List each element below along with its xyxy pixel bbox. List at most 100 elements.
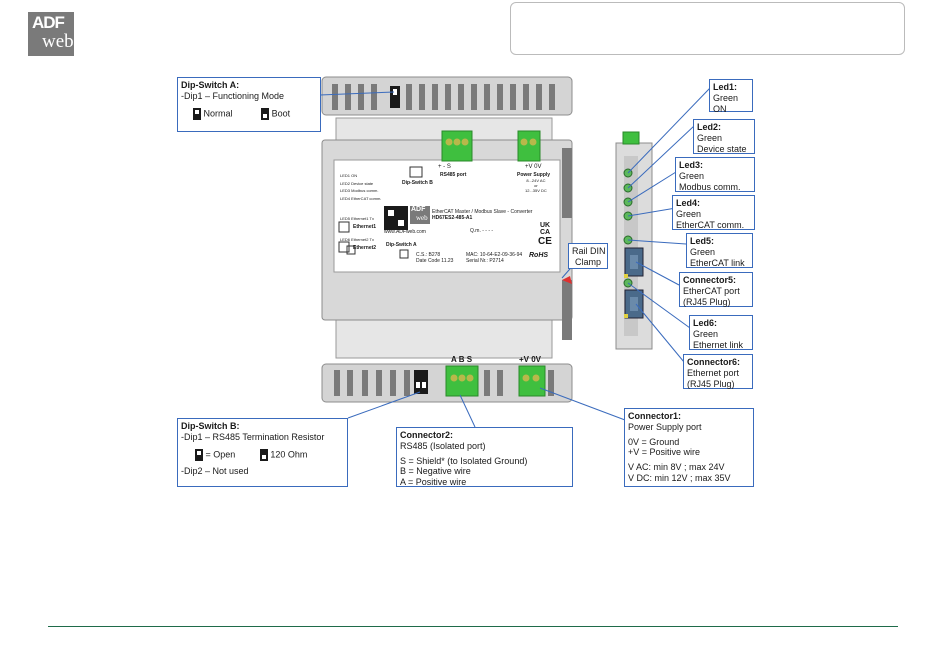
dip-b-ohm: 120 Ohm xyxy=(270,448,308,459)
dip-normal-icon xyxy=(193,107,201,120)
callout-connector2: Connector2: RS485 (Isolated port) S = Sh… xyxy=(396,427,573,487)
led4-desc: EtherCAT comm. xyxy=(676,219,745,230)
conn2-title: Connector2: xyxy=(400,430,454,440)
rs485-pins: + - S xyxy=(438,164,451,170)
ce-mark: CE xyxy=(538,236,552,247)
conn6-desc: Ethernet port xyxy=(687,367,740,378)
callout-connector6: Connector6: Ethernet port (RJ45 Plug) xyxy=(683,354,753,389)
led1-title: Led1: xyxy=(713,82,738,92)
dip-b-options: = Open 120 Ohm xyxy=(181,448,344,461)
led3-color: Green xyxy=(679,170,705,181)
callout-led4: Led4: Green EtherCAT comm. xyxy=(672,195,755,230)
dip-boot-icon xyxy=(261,107,270,120)
power-or: or xyxy=(534,183,538,188)
led6-color: Green xyxy=(693,328,719,339)
led2-desc: Device state xyxy=(697,143,747,154)
led5-color: Green xyxy=(690,246,716,257)
led-legend-4: LED4 EtherCAT comm. xyxy=(340,195,382,201)
led2-title: Led2: xyxy=(697,122,722,132)
label-logo-2: web xyxy=(416,214,428,222)
website-label: www.ADFweb.com xyxy=(384,229,426,235)
device-bottom-view xyxy=(321,363,573,403)
qm-label: Q.m. - - - - xyxy=(470,228,494,234)
led5-legend: LED5 Ethernet1 Tx xyxy=(340,216,374,221)
callout-led1: Led1: Green ON xyxy=(709,79,753,114)
led-legend-2: LED2 Device state xyxy=(340,180,374,186)
power-supply-label: Power Supply xyxy=(517,172,551,178)
callout-led3: Led3: Green Modbus comm. xyxy=(675,157,755,192)
power-dc: 12...35V DC xyxy=(525,188,547,193)
dip-a-boot: Boot xyxy=(271,107,291,118)
callout-lines xyxy=(319,87,711,428)
dip-open-icon xyxy=(195,448,203,461)
conn2-negative: B = Negative wire xyxy=(400,466,471,477)
cs-label: C.S.: B278 xyxy=(416,252,441,258)
led-legend-3: LED3 Modbus comm. xyxy=(340,188,379,193)
conn5-desc: EtherCAT port xyxy=(683,285,740,296)
led3-title: Led3: xyxy=(679,160,704,170)
mac-serial: MAC: 10-64-E2-09-36-94 Serial Nr.: P2714 xyxy=(466,252,522,264)
callout-dip-switch-b: Dip-Switch B: -Dip1 – RS485 Termination … xyxy=(177,418,348,487)
device-front-view xyxy=(321,117,573,359)
cs-date: C.S.: B278 Date Code 11.23 xyxy=(416,252,453,264)
callout-dip-switch-a: Dip-Switch A: -Dip1 – Functioning Mode N… xyxy=(177,77,321,132)
callout-rail-din-clamp: Rail DIN Clamp xyxy=(568,243,608,269)
footer-divider xyxy=(48,626,898,627)
dip-a-normal: Normal xyxy=(203,107,233,118)
rail-line2: Clamp xyxy=(574,256,601,267)
conn2-positive: A = Positive wire xyxy=(400,477,467,488)
dipa-label-front: Dip-Switch A xyxy=(386,242,417,248)
power-range: 8...24V AC or 12...35V DC xyxy=(525,178,547,193)
power-ac: 8...24V AC xyxy=(526,178,546,183)
conn1-positive: +V = Positive wire xyxy=(628,447,701,458)
led4-title: Led4: xyxy=(676,198,701,208)
dip-b-open: = Open xyxy=(205,448,236,459)
callout-led6: Led6: Green Ethernet link xyxy=(689,315,753,350)
conn5-type: (RJ45 Plug) xyxy=(683,296,731,307)
date-code-label: Date Code 11.23 xyxy=(416,258,454,264)
conn1-desc: Power Supply port xyxy=(628,421,702,432)
dip-b-line1: -Dip1 – RS485 Termination Resistor xyxy=(181,431,325,442)
led5-title: Led5: xyxy=(690,236,715,246)
dip-a-title: Dip-Switch A: xyxy=(181,80,240,90)
dip-120ohm-icon xyxy=(259,448,268,461)
mac-label: MAC: 10-64-E2-09-36-94 xyxy=(466,252,523,258)
logo-line1: ADF xyxy=(32,13,65,32)
led3-desc: Modbus comm. xyxy=(679,181,741,192)
rail-line1: Rail DIN xyxy=(572,246,606,256)
led5-desc: EtherCAT link xyxy=(690,257,745,268)
product-desc: EtherCAT Master / Modbus Slave - Convert… xyxy=(432,209,533,215)
conn1-vdc: V DC: min 12V ; max 35V xyxy=(628,472,731,483)
logo-line2: web xyxy=(42,31,74,52)
device-top-view xyxy=(321,76,573,116)
rs485-port-label: RS485 port xyxy=(440,172,467,178)
header-box xyxy=(510,2,905,55)
led-legend: LED1 ON LED2 Device state LED3 Modbus co… xyxy=(340,172,381,202)
dip-a-line1: -Dip1 – Functioning Mode xyxy=(181,90,285,101)
conn1-title: Connector1: xyxy=(628,411,682,421)
conn1-ground: 0V = Ground xyxy=(628,436,680,447)
ukca-mark: UK CA xyxy=(540,222,550,236)
product-code: HD67ES2-485-A1 xyxy=(432,215,473,221)
dip-b-title: Dip-Switch B: xyxy=(181,421,240,431)
dip-b-line2: -Dip2 – Not used xyxy=(181,465,249,476)
conn1-vac: V AC: min 8V ; max 24V xyxy=(628,462,725,473)
led6-title: Led6: xyxy=(693,318,718,328)
led4-color: Green xyxy=(676,208,702,219)
power-pins: +V 0V xyxy=(525,164,542,170)
callout-connector5: Connector5: EtherCAT port (RJ45 Plug) xyxy=(679,272,753,307)
connector1-pin-labels: +V 0V xyxy=(519,355,542,364)
led-legend-1: LED1 ON xyxy=(340,173,358,178)
conn6-title: Connector6: xyxy=(687,357,741,367)
conn2-desc: RS485 (Isolated port) xyxy=(400,440,486,451)
callout-connector1: Connector1: Power Supply port 0V = Groun… xyxy=(624,408,754,487)
conn2-shield: S = Shield* (to Isolated Ground) xyxy=(400,455,528,466)
ca-mark: CA xyxy=(540,229,551,236)
led6-desc: Ethernet link xyxy=(693,339,744,350)
uk-mark: UK xyxy=(540,222,551,229)
led1-color: Green xyxy=(713,92,739,103)
dipb-label-front: Dip-Switch B xyxy=(402,180,433,186)
adfweb-logo: ADF web xyxy=(28,12,74,56)
label-logo-1: ADF xyxy=(411,206,426,213)
